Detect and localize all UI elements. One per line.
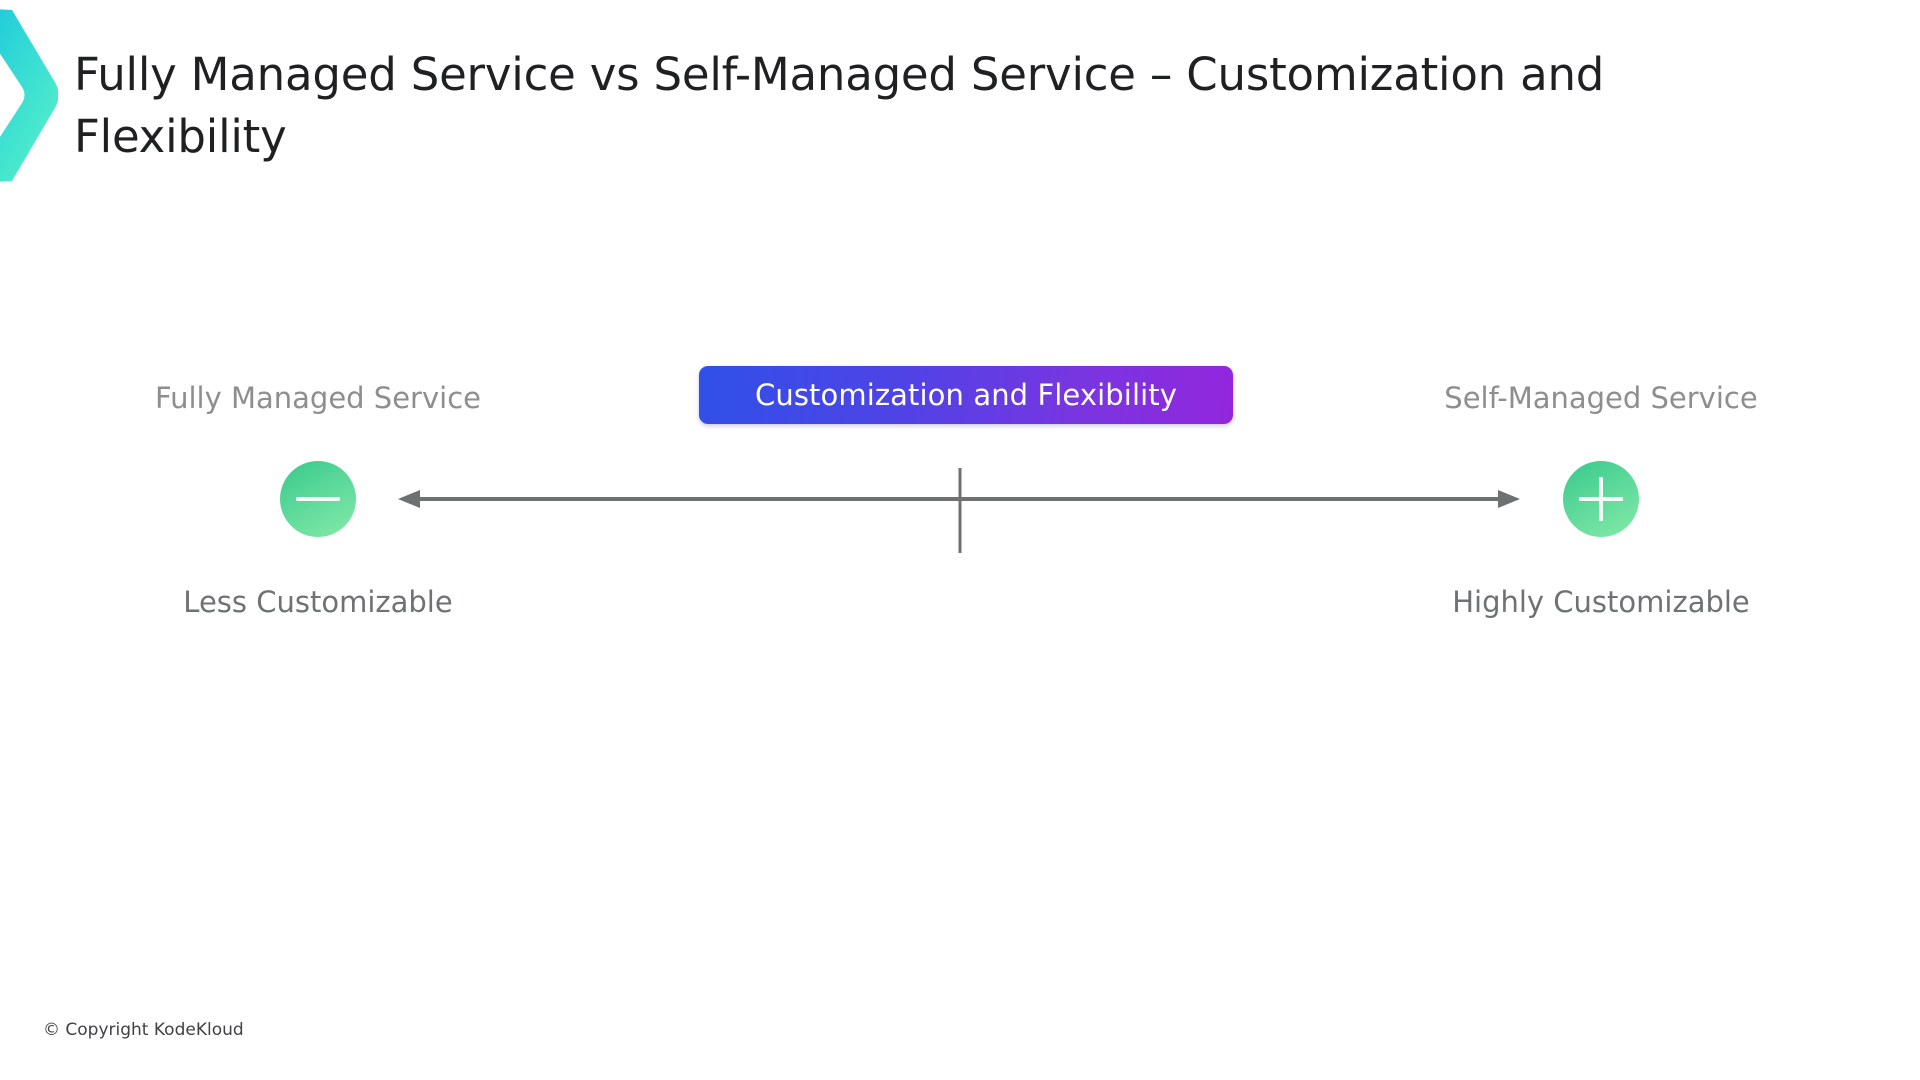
page-title: Fully Managed Service vs Self-Managed Se… <box>74 48 1605 163</box>
arrow-right-icon <box>1498 490 1520 508</box>
pole-label-fully-managed: Fully Managed Service <box>155 381 481 415</box>
arrow-left-icon <box>398 490 420 508</box>
footer-copyright: © Copyright KodeKloud <box>43 1020 244 1040</box>
plus-icon <box>1579 477 1623 521</box>
minus-icon <box>296 477 340 521</box>
node-highly-customizable[interactable] <box>1563 461 1639 537</box>
node-less-customizable[interactable] <box>280 461 356 537</box>
end-label-highly-customizable: Highly Customizable <box>1452 585 1750 619</box>
pole-label-self-managed: Self-Managed Service <box>1444 381 1758 415</box>
center-badge[interactable]: Customization and Flexibility <box>699 366 1233 424</box>
end-label-less-customizable: Less Customizable <box>183 585 453 619</box>
center-badge-label: Customization and Flexibility <box>755 377 1177 412</box>
